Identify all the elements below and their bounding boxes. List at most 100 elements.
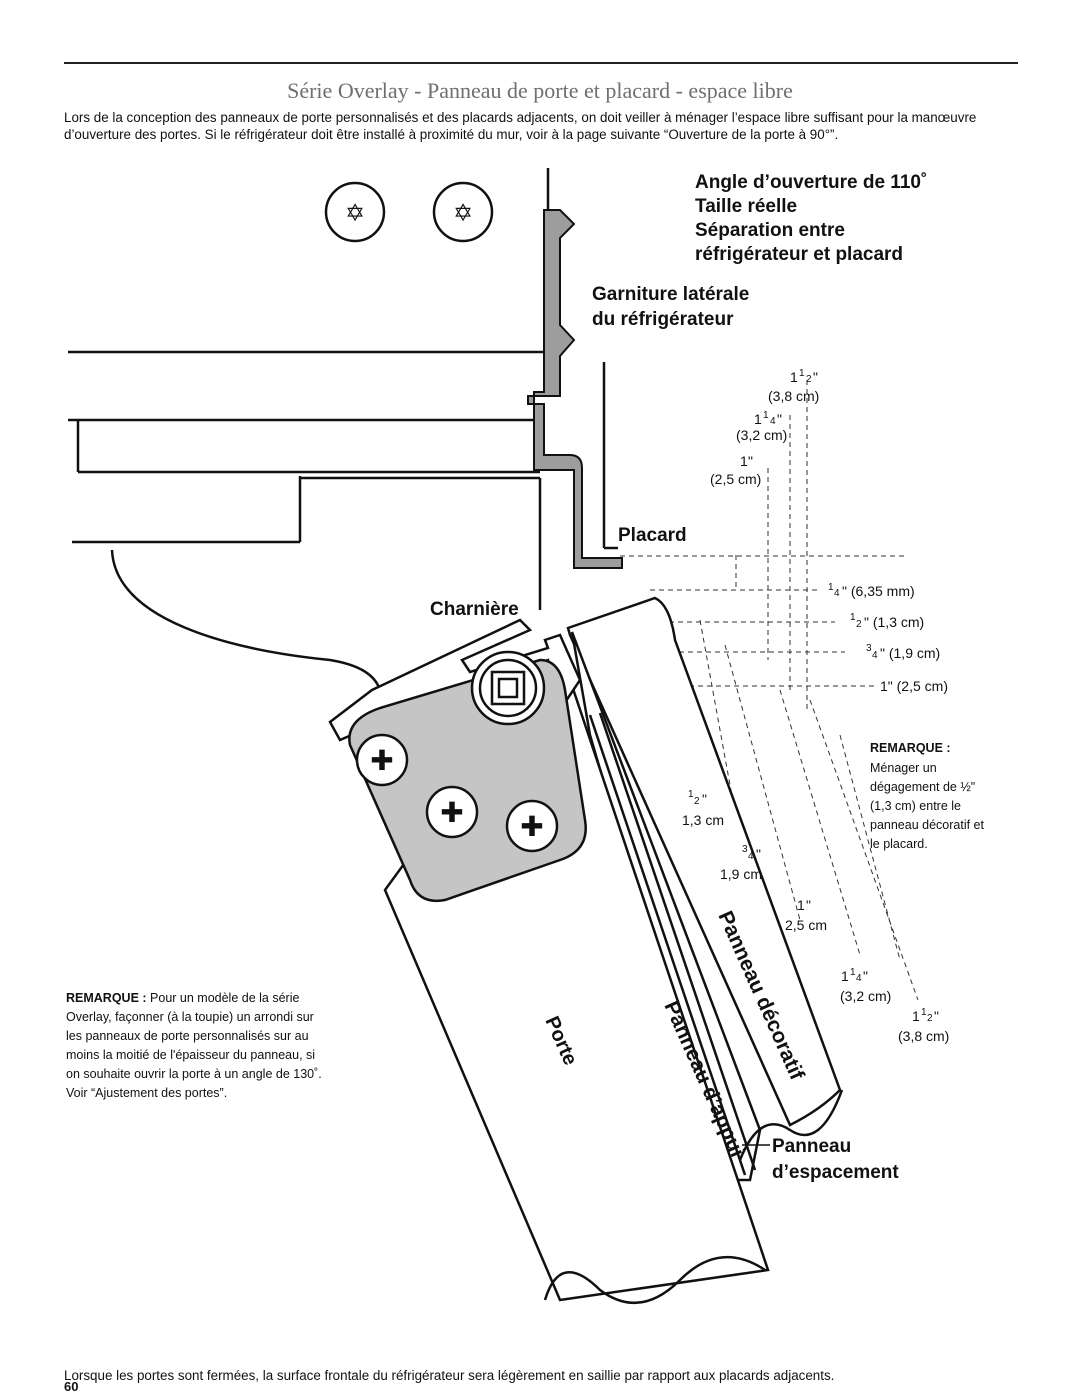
note-line: Voir “Ajustement des portes”. [66,1086,227,1100]
note-line: le placard. [870,837,928,851]
break-lines [543,1089,844,1305]
angle-heading-line: Taille réelle [695,196,797,217]
spacer-panel-line: Panneau [772,1136,851,1157]
angle-heading-line: Angle d’ouverture de 110˚ [695,172,927,193]
dimension-text: " (6,35 mm) [842,583,915,599]
dimension-bottom-5: 1 1 2 " (3,8 cm) [898,1007,949,1044]
dimension-metric: (2,5 cm) [710,471,761,487]
side-trim-shape [527,209,623,569]
intro-paragraph: Lors de la conception des panneaux de po… [64,110,977,142]
dimension-whole: 1 [790,369,798,385]
dimension-top-2: 1 1 4 " (3,2 cm) [736,410,787,443]
dimension-right-4: 1" (2,5 cm) [880,678,948,694]
page-number: 60 [64,1379,79,1394]
spacer-panel-label: Panneau d’espacement [772,1136,899,1183]
dimension-whole: 1 [797,897,805,913]
dimension-right-3: 3 4 " (1,9 cm) [866,643,940,661]
dimension-den: 4 [770,416,776,427]
dimension-whole: 1 [754,411,762,427]
note-right: REMARQUE : Ménager un dégagement de ½" (… [870,741,985,851]
dimension-den: 4 [872,650,878,661]
svg-text:✡: ✡ [453,199,473,227]
note-line: (1,3 cm) entre le [870,799,961,813]
note-heading: REMARQUE : [66,991,147,1005]
svg-text:✚: ✚ [440,796,463,829]
dimension-whole: 1 [740,453,748,469]
dimension-bottom-2: 3 4 " 1,9 cm [720,844,762,882]
dimension-top-3: 1 " (2,5 cm) [710,453,761,487]
hinge-screw-icon: ✚ [355,733,409,787]
dimension-bottom-4: 1 1 4 " (3,2 cm) [840,967,891,1004]
angle-heading-line: Séparation entre [695,220,845,241]
dimension-text: " (1,3 cm) [864,614,924,630]
side-trim-line: du réfrigérateur [592,309,734,330]
dimension-den: 2 [927,1013,933,1024]
dimension-den: 4 [834,588,840,599]
dimension-unit: " [863,968,868,984]
cabinet-label: Placard [618,525,687,546]
dimension-top-1: 1 1 2 " (3,8 cm) [768,368,819,404]
note-left: REMARQUE : Pour un modèle de la série Ov… [66,991,322,1100]
footer-note: Lorsque les portes sont fermées, la surf… [64,1368,835,1383]
angle-heading-line: réfrigérateur et placard [695,244,903,265]
dimension-unit: " [702,791,707,807]
dimension-num: 1 [763,410,769,421]
dimension-unit: " [748,453,753,469]
note-line: Pour un modèle de la série [147,991,300,1005]
dimension-whole: 1 [841,968,849,984]
dimension-metric: 1,3 cm [682,812,724,828]
dimension-metric: (3,8 cm) [898,1028,949,1044]
dimension-num: 1 [921,1007,927,1018]
screw-icon: ✡ [432,181,494,243]
dimension-den: 2 [694,796,700,807]
top-rule [64,62,1018,64]
dimension-den: 4 [856,973,862,984]
spacer-panel-line: d’espacement [772,1162,899,1183]
angle-heading: Angle d’ouverture de 110˚ Taille réelle … [695,172,927,265]
note-line: les panneaux de porte personnalisés sur … [66,1029,309,1043]
dimension-metric: 1,9 cm [720,866,762,882]
refrigerator-body [68,168,550,691]
dimension-den: 2 [806,374,812,385]
dimension-num: 3 [866,643,872,654]
dimension-bottom-3: 1 " 2,5 cm [785,897,827,933]
note-left-line-1: REMARQUE : Pour un modèle de la série [66,991,299,1005]
svg-text:✡: ✡ [345,199,365,227]
dimension-right-1: 1 4 " (6,35 mm) [828,582,915,599]
note-line: dégagement de ½" [870,780,975,794]
hinge-screw-icon: ✚ [505,799,559,853]
dimension-num: 1 [850,612,856,623]
note-line: Overlay, façonner (à la toupie) un arron… [66,1010,314,1024]
note-line: panneau décoratif et [870,818,985,832]
page-title: Série Overlay - Panneau de porte et plac… [287,78,793,103]
dimension-metric: 2,5 cm [785,917,827,933]
dimension-metric: (3,8 cm) [768,388,819,404]
dimension-unit: " [934,1008,939,1024]
dimension-num: 1 [850,967,856,978]
svg-text:✚: ✚ [370,744,393,777]
dimension-whole: 1 [912,1008,920,1024]
dimension-num: 1 [799,368,805,379]
dimension-text: " (1,9 cm) [880,645,940,661]
dimension-lines [619,380,919,1001]
dimension-den: 2 [856,619,862,630]
dimension-num: 3 [742,844,748,855]
hinge-screw-icon: ✚ [425,785,479,839]
dimension-num: 1 [688,789,694,800]
note-line: on souhaite ouvrir la porte à un angle d… [66,1067,322,1081]
side-trim-line: Garniture latérale [592,284,749,305]
note-heading: REMARQUE : [870,741,951,755]
dimension-text: 1" (2,5 cm) [880,678,948,694]
dimension-unit: " [813,369,818,385]
dimension-num: 1 [828,582,834,593]
dimension-unit: " [777,411,782,427]
dimension-metric: (3,2 cm) [840,988,891,1004]
screw-icon: ✡ [324,181,386,243]
dimension-metric: (3,2 cm) [736,427,787,443]
dimension-bottom-1: 1 2 " 1,3 cm [682,789,724,828]
dimension-unit: " [806,897,811,913]
dimension-right-2: 1 2 " (1,3 cm) [850,612,924,630]
note-line: moins la moitié de l'épaisseur du pannea… [66,1048,315,1062]
dimension-unit: " [756,846,761,862]
